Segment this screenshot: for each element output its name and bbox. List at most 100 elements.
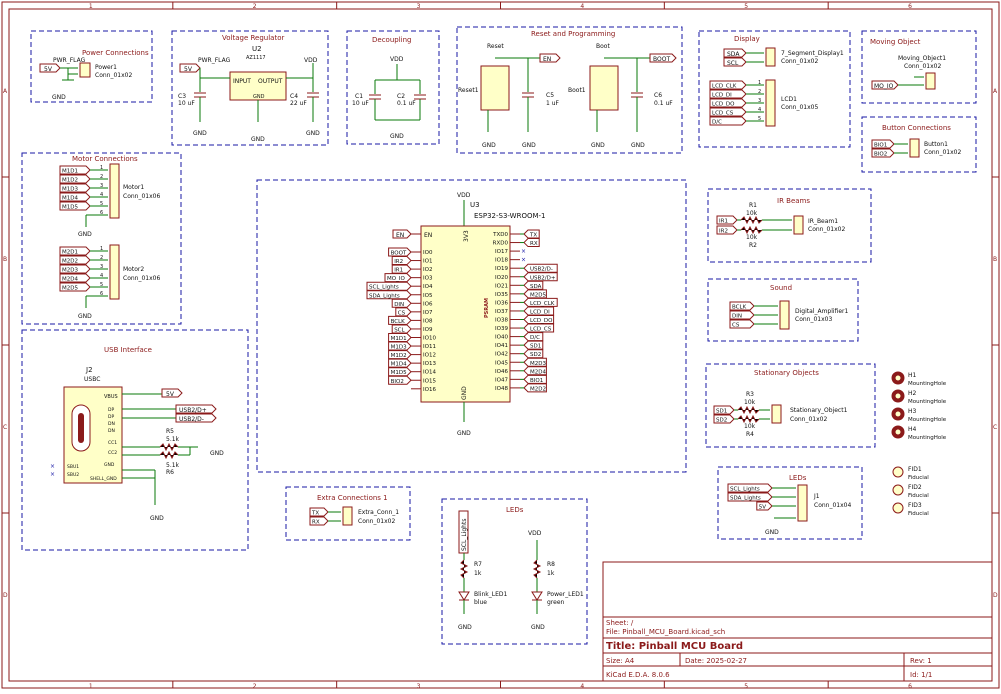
amp-value: Conn_01x03 bbox=[795, 316, 832, 323]
moving-object-box bbox=[861, 30, 977, 104]
net-label-text: LCD_CLK bbox=[712, 84, 737, 90]
net-label bbox=[523, 306, 555, 316]
stationary-objects-block: Stationary Objects R3 10k 10k R4 SD1SD2 … bbox=[705, 363, 876, 448]
pin-number: 6 bbox=[100, 210, 103, 216]
net-label-text: M1D1 bbox=[62, 169, 78, 175]
mcu-pin-name: IO37 bbox=[495, 309, 508, 315]
title-file: File: Pinball_MCU_Board.kicad_sch bbox=[606, 628, 725, 636]
gnd-label: GND bbox=[78, 231, 92, 238]
usb-dp-text: USB2/D+ bbox=[179, 407, 207, 414]
frame-column-label: 5 bbox=[744, 683, 748, 690]
usb-pin-name: GND bbox=[104, 462, 115, 468]
net-label bbox=[727, 483, 773, 493]
net-label bbox=[388, 333, 412, 342]
pin-number: 4 bbox=[100, 192, 103, 198]
frame-column-label: 3 bbox=[417, 3, 421, 10]
fiducial-value: Fiducial bbox=[908, 493, 929, 499]
fiducial-icon bbox=[892, 466, 904, 478]
usb-pin-name: DP bbox=[108, 414, 114, 420]
boot-switch bbox=[589, 65, 619, 111]
boot1-ref: Boot1 bbox=[568, 87, 586, 94]
gnd-label: GND bbox=[458, 624, 472, 631]
net-label bbox=[523, 374, 547, 384]
motor2-connector bbox=[109, 244, 120, 300]
mcu-left-pins: IO0IO1IO2IO3IO4IO5IO6IO7IO8IO9IO10IO11IO… bbox=[366, 247, 436, 393]
net-label-en-mcu bbox=[392, 229, 412, 239]
power-connections-box bbox=[30, 30, 153, 103]
display-box bbox=[698, 30, 851, 148]
net-label-en bbox=[539, 53, 561, 63]
mounting-holes: H1MountingHoleH2MountingHoleH3MountingHo… bbox=[891, 371, 947, 441]
net-label-text: TX bbox=[311, 511, 319, 517]
u2-regulator bbox=[229, 71, 287, 101]
boot-subtitle: Boot bbox=[596, 43, 610, 50]
pin-number: 3 bbox=[100, 264, 103, 270]
net-label-text: LCD_CLK bbox=[530, 301, 555, 307]
mcu-pin-name: IO7 bbox=[423, 310, 433, 316]
c6-ref: C6 bbox=[654, 92, 662, 99]
power-led-ref: Power_LED1 bbox=[547, 591, 584, 598]
r2-ref: R2 bbox=[749, 242, 757, 249]
usb-vbus-pin: VBUS bbox=[104, 394, 118, 400]
net-label bbox=[709, 107, 747, 117]
net-label bbox=[523, 315, 555, 324]
mounting-hole-ref: H1 bbox=[908, 372, 917, 379]
net-label-text: BOOT bbox=[391, 251, 407, 257]
reset-subtitle: Reset bbox=[487, 43, 504, 50]
net-label bbox=[309, 507, 329, 517]
net-label-text: 5V bbox=[759, 505, 766, 511]
net-label-text: M1D3 bbox=[391, 345, 407, 351]
net-label-text: IR2 bbox=[719, 229, 728, 235]
net-label bbox=[388, 358, 412, 368]
u2-part: AZ1117 bbox=[246, 55, 266, 61]
ir-beam-value: Conn_01x02 bbox=[808, 226, 845, 233]
c6-value: 0.1 uF bbox=[654, 100, 673, 107]
net-5v-text: 5V bbox=[44, 66, 53, 73]
mcu-en-pin: EN bbox=[424, 232, 432, 239]
net-label bbox=[384, 273, 412, 283]
net-label-text: LCD_DI bbox=[712, 93, 732, 99]
net-label-text: M1D5 bbox=[391, 370, 407, 376]
vreg-flag: PWR_FLAG bbox=[198, 57, 231, 64]
net-label-text: BIO1 bbox=[530, 378, 543, 384]
stationary-value: Conn_01x02 bbox=[790, 416, 827, 423]
pin-number: 2 bbox=[100, 174, 103, 180]
net-label bbox=[729, 310, 755, 320]
led-scl-lights-text: SCL_Lights bbox=[461, 519, 468, 551]
net-label-text: LCD_CS bbox=[530, 327, 552, 333]
leds-box bbox=[441, 498, 588, 645]
gnd-label: GND bbox=[193, 130, 207, 137]
net-label-text: M1D2 bbox=[62, 178, 78, 184]
no-connect-icon: × bbox=[50, 471, 55, 478]
reset-programming-block: Reset and Programming Reset Boot Reset1 … bbox=[456, 26, 683, 154]
net-label-text: BCLK bbox=[391, 319, 406, 325]
motor2-ref: Motor2 bbox=[123, 266, 144, 273]
mcu-pin-name: IO21 bbox=[495, 283, 508, 289]
r1-ref: R1 bbox=[749, 202, 757, 209]
net-label bbox=[395, 307, 412, 317]
mounting-hole-value: MountingHole bbox=[908, 435, 947, 441]
net-label-text: BIO2 bbox=[391, 379, 404, 385]
frame-row-label: C bbox=[3, 424, 7, 431]
mcu-pin-name: IO8 bbox=[423, 318, 433, 324]
net-label-sda bbox=[723, 48, 747, 58]
net-label-text: LCD_DI bbox=[530, 309, 550, 315]
usb-dn-text: USB2/D- bbox=[179, 416, 204, 423]
net-label-text: M1D3 bbox=[62, 187, 78, 193]
c1-value: 10 uF bbox=[352, 100, 369, 107]
net-scl-text: SCL bbox=[727, 60, 739, 67]
gnd-label: GND bbox=[631, 142, 645, 149]
net-label-text: USB2/D+ bbox=[530, 275, 556, 281]
mcu-pin-name: IO3 bbox=[423, 276, 433, 282]
motor1-value: Conn_01x06 bbox=[123, 193, 160, 200]
motor-connections-box bbox=[21, 152, 182, 325]
u2-gnd-pin: GND bbox=[253, 94, 265, 100]
net-label bbox=[59, 264, 91, 274]
net-label-text: CS bbox=[732, 323, 740, 329]
r6-value: 5.1k bbox=[166, 462, 180, 469]
